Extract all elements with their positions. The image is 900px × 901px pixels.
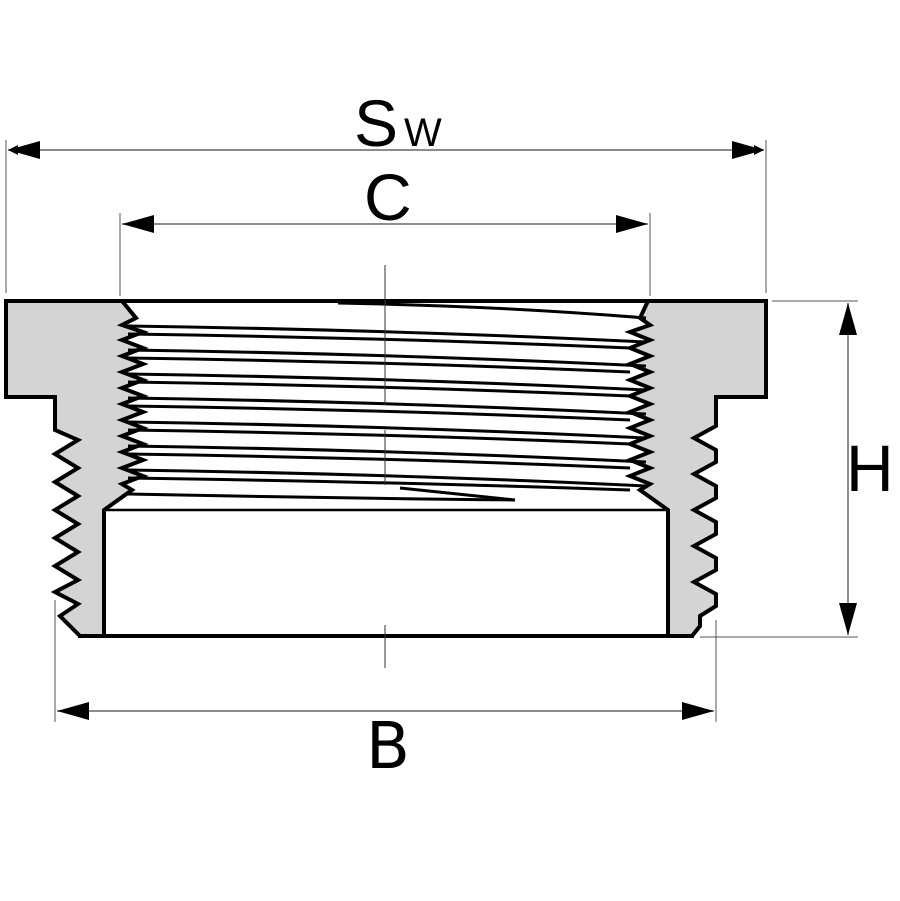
h-arrow-down-icon [839,603,857,635]
c-label: C [364,160,412,234]
b-label: B [366,710,410,784]
extension-lines [5,140,858,722]
b-arrow-right-icon [682,702,714,720]
sw-arrow-right-icon [732,141,764,159]
b-arrow-left-icon [57,702,89,720]
dimension-sw: S W [8,86,764,160]
sw-arrow-left-icon [8,141,40,159]
sw-label-main: S [354,86,398,160]
dimension-b: B [57,702,714,784]
h-label: H [846,431,894,505]
dimension-c: C [122,160,648,234]
c-arrow-left-icon [122,215,154,233]
h-arrow-up-icon [839,303,857,335]
right-section-wall [624,299,768,638]
internal-thread-lines [127,301,647,502]
section-body [4,299,768,638]
sw-label-sub: W [404,111,442,155]
c-arrow-right-icon [616,215,648,233]
dimension-h: H [839,303,894,635]
left-section-wall [4,299,149,638]
